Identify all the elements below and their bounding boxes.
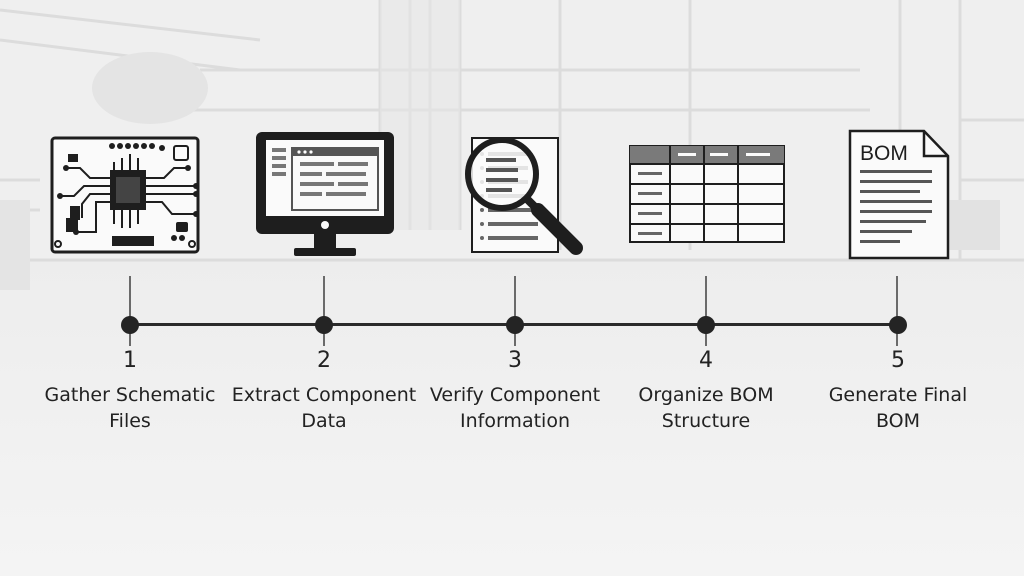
step-label-3-line-2: Information (460, 410, 570, 432)
bom-document-icon: BOM (848, 129, 950, 260)
step-number-4: 4 (699, 348, 713, 373)
computer-monitor-icon (256, 132, 394, 256)
connector-step-1-top (129, 276, 131, 318)
connector-step-5-top (896, 276, 898, 318)
step-label-3: Verify Component Information (415, 382, 615, 434)
step-label-3-line-1: Verify Component (429, 384, 601, 406)
magnifier-document-icon (465, 137, 583, 255)
step-label-2: Extract Component Data (224, 382, 424, 434)
spreadsheet-table-icon (629, 145, 785, 243)
circuit-board-icon (50, 136, 200, 254)
connector-step-5-bottom (896, 332, 898, 346)
connector-step-2-bottom (323, 332, 325, 346)
step-label-4: Organize BOM Structure (606, 382, 806, 434)
connector-step-2-top (323, 276, 325, 318)
step-label-2-line-2: Data (301, 410, 347, 432)
connector-step-3-bottom (514, 332, 516, 346)
connector-step-4-bottom (705, 332, 707, 346)
connector-step-3-top (514, 276, 516, 318)
step-number-1: 1 (123, 348, 137, 373)
step-number-2: 2 (317, 348, 331, 373)
timeline-dot-3 (506, 316, 524, 334)
bom-document-title: BOM (860, 142, 908, 165)
step-label-2-line-1: Extract Component (231, 384, 417, 406)
connector-step-4-top (705, 276, 707, 318)
connector-step-1-bottom (129, 332, 131, 346)
step-label-4-line-1: Organize BOM (638, 384, 774, 406)
step-number-3: 3 (508, 348, 522, 373)
step-label-1: Gather Schematic Files (30, 382, 230, 434)
timeline-dot-1 (121, 316, 139, 334)
step-label-1-line-1: Gather Schematic (44, 384, 216, 406)
step-label-1-line-2: Files (109, 410, 151, 432)
timeline-dot-2 (315, 316, 333, 334)
step-number-5: 5 (891, 348, 905, 373)
step-label-5-line-2: BOM (875, 410, 921, 432)
step-label-5: Generate Final BOM (798, 382, 998, 434)
timeline-dot-5 (889, 316, 907, 334)
step-label-4-line-2: Structure (661, 410, 751, 432)
timeline-dot-4 (697, 316, 715, 334)
step-label-5-line-1: Generate Final (828, 384, 968, 406)
